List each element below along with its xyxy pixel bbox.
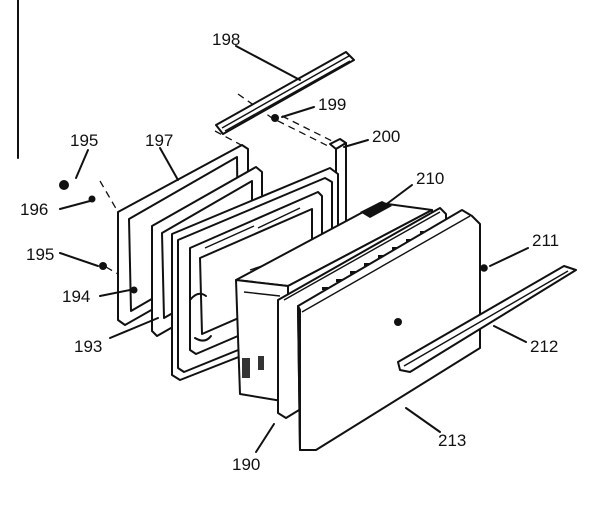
part-212-door-handle	[397, 265, 577, 373]
part-213-outer-door	[297, 209, 481, 451]
callout-190: 190	[232, 455, 260, 474]
part-199-screw	[271, 114, 279, 122]
callout-211: 211	[532, 231, 559, 250]
callout-198: 198	[212, 30, 240, 49]
callout-195-lower: 195	[26, 245, 54, 264]
callout-labels: 198 199 200 195 197 210 196 195 211 194 …	[20, 30, 559, 474]
callout-210: 210	[416, 169, 444, 188]
part-198-top-trim	[215, 51, 355, 135]
callout-195-upper: 195	[70, 131, 98, 150]
callout-213: 213	[438, 431, 466, 450]
part-211-handle-screw	[480, 264, 488, 272]
callout-199: 199	[318, 95, 346, 114]
leader-lines	[59, 45, 529, 453]
callout-212: 212	[530, 337, 558, 356]
part-195-screw-lower	[99, 262, 107, 270]
callout-197: 197	[145, 131, 173, 150]
part-195-screw-upper	[59, 180, 69, 190]
callout-194: 194	[62, 287, 90, 306]
callout-193: 193	[74, 337, 102, 356]
callout-196: 196	[20, 200, 48, 219]
callout-200: 200	[372, 127, 400, 146]
part-194-clip	[130, 286, 138, 294]
